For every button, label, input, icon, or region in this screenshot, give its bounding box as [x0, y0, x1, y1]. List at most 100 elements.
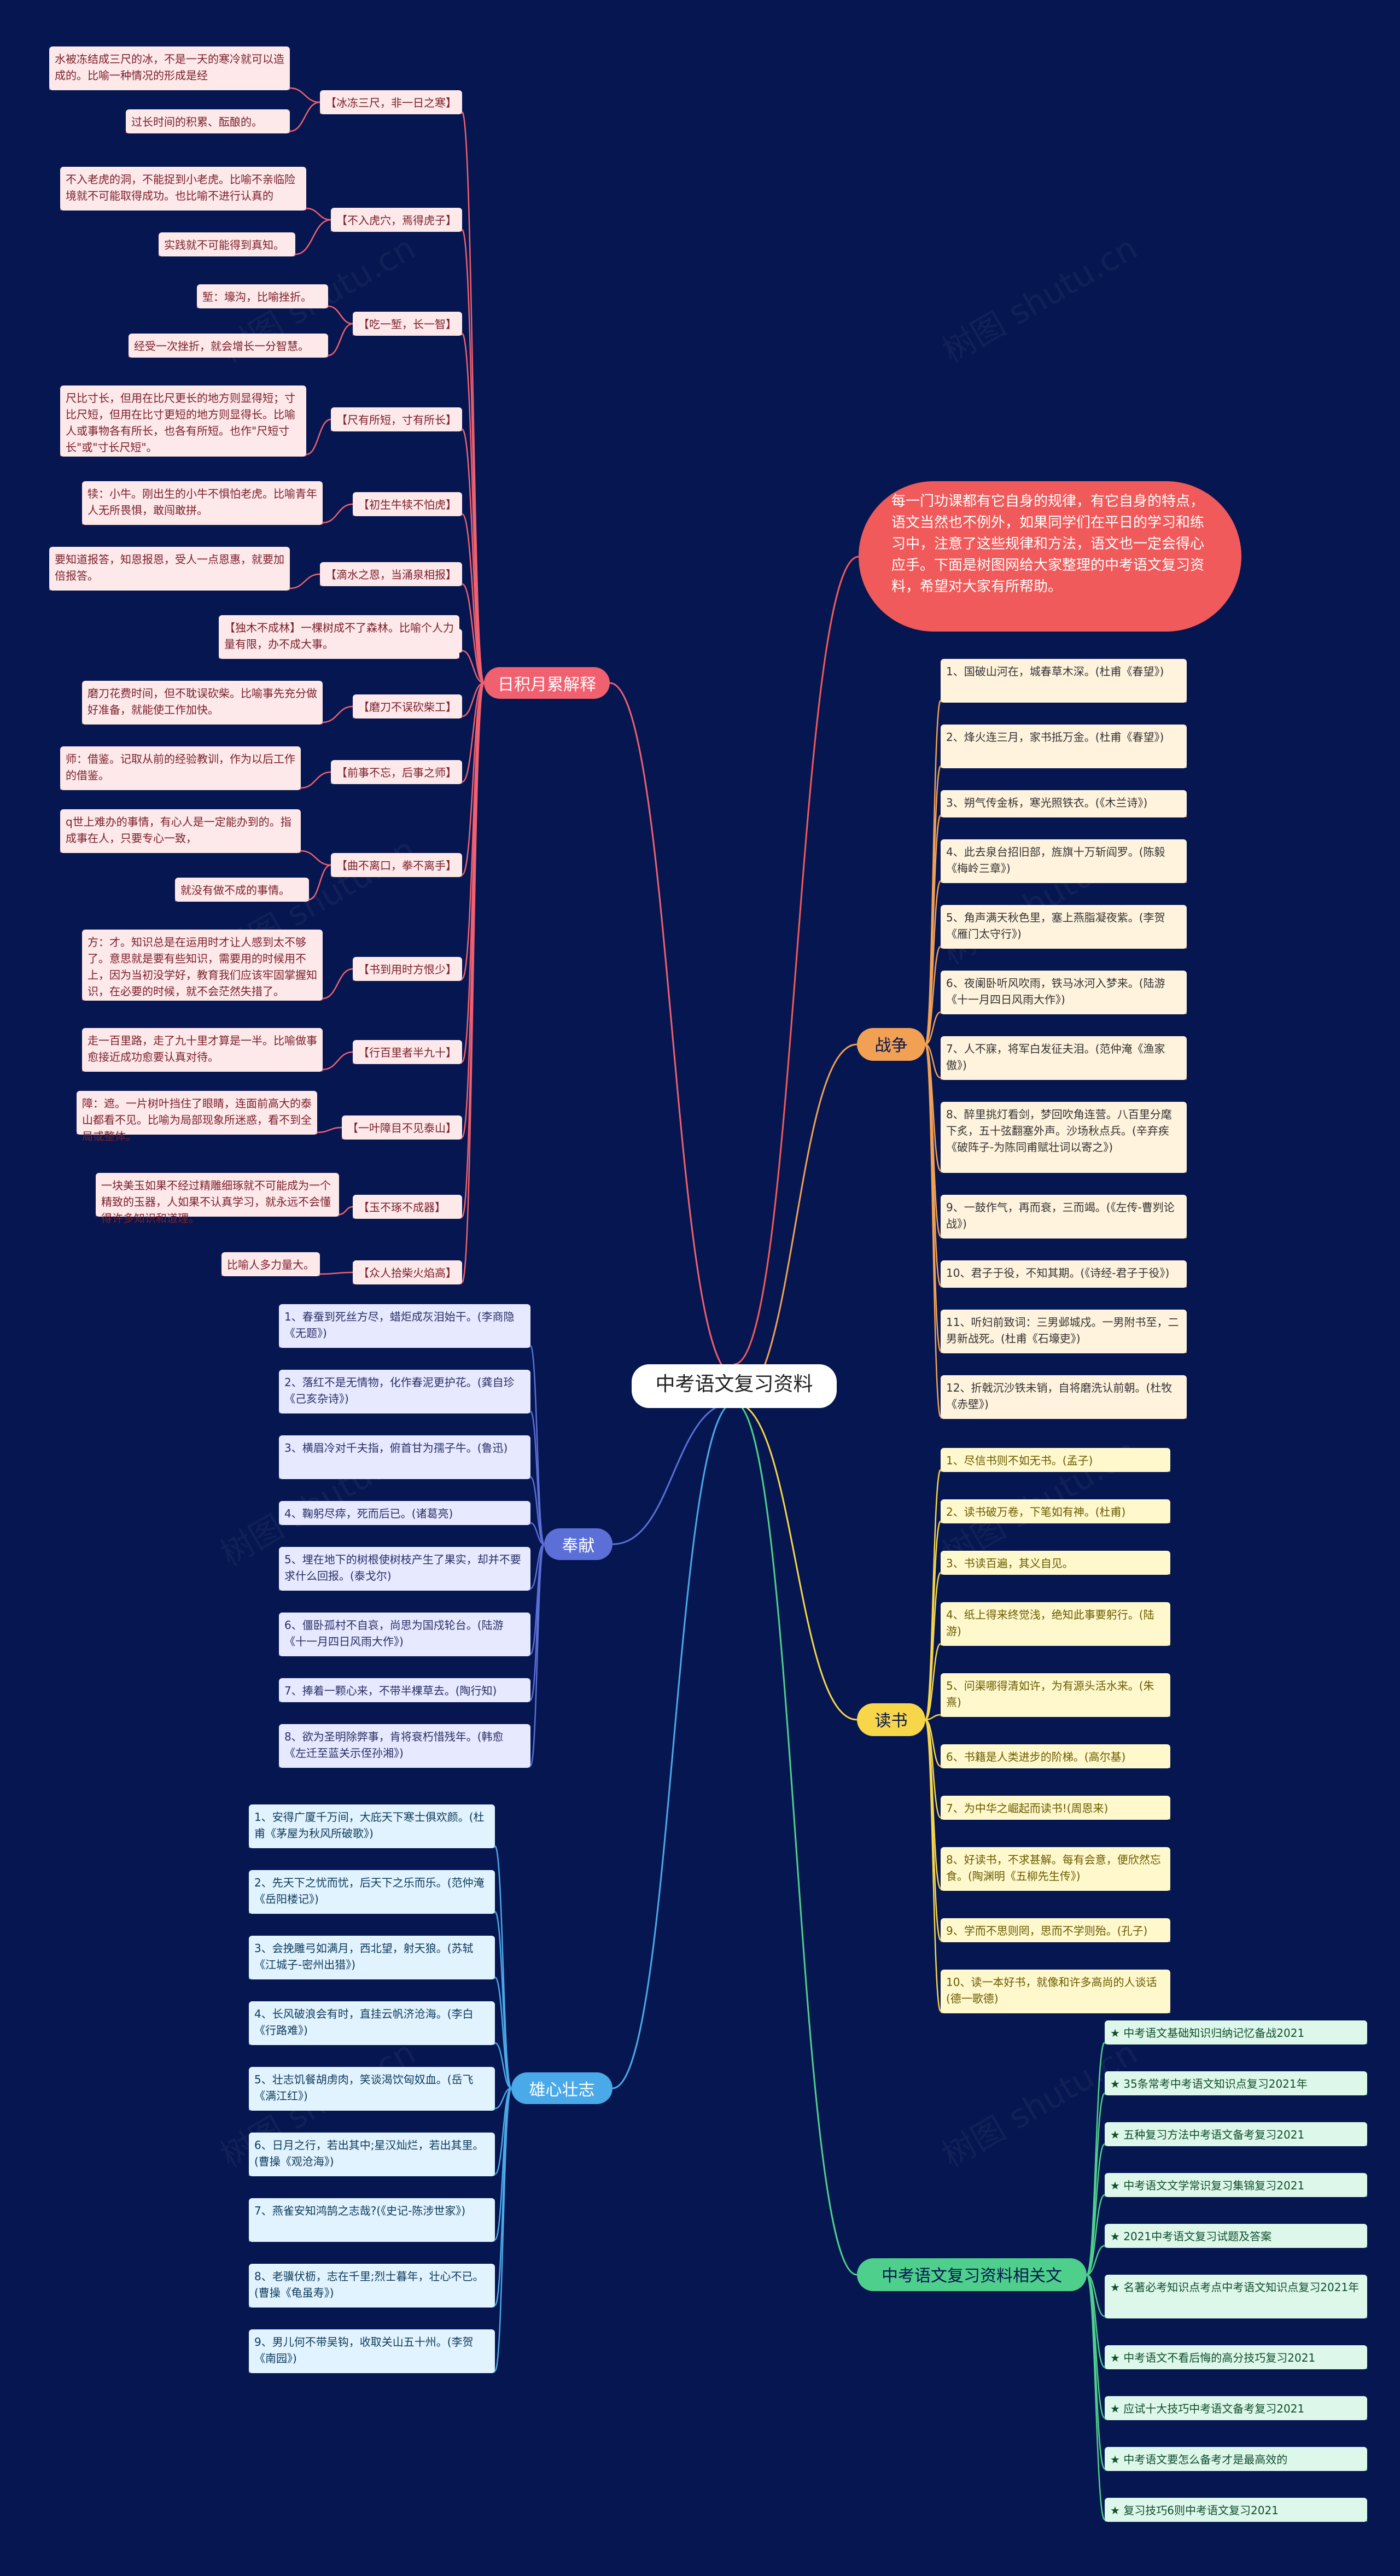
connector-line [1086, 2274, 1106, 2521]
connector-line [322, 503, 353, 524]
reading-item[interactable]: 4、纸上得来终觉浅，绝知此事要躬行。(陆游) [941, 1602, 1170, 1646]
idiom-title[interactable]: 【曲不离口，拳不离手】 [331, 853, 462, 877]
connector-line [530, 1522, 545, 1545]
articles-item[interactable]: ★ 中考语文不看后悔的高分技巧复习2021 [1105, 2345, 1367, 2369]
category-articles[interactable]: 中考语文复习资料相关文章： [857, 2258, 1087, 2310]
connector-line [1086, 2274, 1105, 2317]
dedication-item[interactable]: 5、埋在地下的树根使树枝产生了果实，却并不要求什么回报。(泰戈尔) [279, 1547, 530, 1591]
reading-item[interactable]: 7、为中华之崛起而读书!(周恩来) [941, 1796, 1170, 1820]
dedication-item[interactable]: 1、春蚕到死丝方尽，蜡炬成灰泪始干。(李商隐《无题》) [279, 1304, 530, 1348]
connector-line [612, 1401, 734, 2089]
reading-item[interactable]: 8、好读书，不求甚解。每有会意，便欣然忘食。(陶渊明《五柳先生传》) [941, 1847, 1170, 1891]
intro-connector [734, 556, 859, 1365]
war-item[interactable]: 12、折戟沉沙铁未销，自将磨洗认前朝。(杜牧《赤壁》) [941, 1375, 1187, 1419]
dedication-item[interactable]: 8、欲为圣明除弊事，肯将衰朽惜残年。(韩愈《左迁至蓝关示侄孙湘》) [279, 1724, 530, 1768]
idiom-note: 走一百里路，走了九十里才算是一半。比喻做事愈接近成功愈要认真对待。 [82, 1028, 323, 1072]
connector-line [1086, 2274, 1106, 2470]
articles-item[interactable]: ★ 复习技巧6则中考语文复习2021 [1105, 2498, 1367, 2522]
reading-item[interactable]: 6、书籍是人类进步的阶梯。(高尔基) [941, 1744, 1170, 1768]
articles-item[interactable]: ★ 五种复习方法中考语文备考复习2021 [1105, 2122, 1367, 2146]
ambition-item[interactable]: 3、会挽雕弓如满月，西北望，射天狼。(苏轼《江城子-密州出猎》) [249, 1936, 495, 1979]
reading-item[interactable]: 10、读一本好书，就像和许多高尚的人谈话(德一歌德) [941, 1970, 1170, 2013]
articles-item[interactable]: ★ 应试十大技巧中考语文备考复习2021 [1105, 2396, 1367, 2420]
idiom-note: 方：才。知识总是在运用时才让人感到太不够了。意思就是要有些知识，需要用的时候用不… [82, 930, 323, 1001]
war-item[interactable]: 7、人不寐，将军白发征夫泪。(范仲淹《渔家傲》) [941, 1036, 1187, 1080]
idiom-title[interactable]: 【前事不忘，后事之师】 [331, 760, 462, 784]
connector-line [461, 428, 485, 684]
reading-item[interactable]: 1、尽信书则不如无书。(孟子) [941, 1448, 1170, 1472]
dedication-item[interactable]: 3、横眉冷对千夫指，俯首甘为孺子牛。(鲁迅) [279, 1435, 530, 1479]
connector-line [529, 1476, 545, 1545]
connector-line [924, 1043, 942, 1418]
war-item[interactable]: 8、醉里挑灯看剑，梦回吹角连营。八百里分麾下炙，五十弦翻塞外声。沙场秋点兵。(辛… [941, 1102, 1187, 1173]
articles-item[interactable]: ★ 2021中考语文复习试题及答案 [1105, 2224, 1367, 2248]
idiom-title[interactable]: 【玉不琢不成器】 [353, 1195, 462, 1219]
idiom-title[interactable]: 【一叶障目不见泰山】 [342, 1115, 462, 1140]
articles-item[interactable]: ★ 名著必考知识点考点中考语文知识点复习2021年 [1105, 2275, 1367, 2318]
ambition-item[interactable]: 1、安得广厦千万间，大庇天下寒士俱欢颜。(杜甫《茅屋为秋风所破歌》) [249, 1804, 495, 1848]
articles-item[interactable]: ★ 中考语文文学常识复习集锦复习2021 [1105, 2173, 1367, 2197]
idiom-title[interactable]: 【不入虎穴，焉得虎子】 [331, 208, 462, 232]
ambition-item[interactable]: 8、老骥伏枥，志在千里;烈士暮年，壮心不已。(曹操《龟虽寿》) [249, 2264, 495, 2308]
reading-item[interactable]: 2、读书破万卷，下笔如有神。(杜甫) [941, 1499, 1170, 1523]
idiom-note: 比喻人多力量大。 [221, 1252, 320, 1276]
connector-line [494, 1976, 512, 2089]
articles-item[interactable]: ★ 中考语文基础知识归纳记忆备战2021 [1105, 2020, 1367, 2045]
category-reading[interactable]: 读书 [857, 1703, 925, 1736]
war-item[interactable]: 3、朔气传金柝，寒光照铁衣。(《木兰诗》) [941, 790, 1187, 817]
idiom-title[interactable]: 【冰冻三尺，非一日之寒】 [320, 90, 462, 114]
war-item[interactable]: 9、一鼓作气，再而衰，三而竭。(《左传-曹刿论战》) [941, 1195, 1187, 1239]
ambition-item[interactable]: 2、先天下之忧而忧，后天下之乐而乐。(范仲淹《岳阳楼记》) [249, 1870, 495, 1914]
idiom-title[interactable]: 【尺有所短，寸有所长】 [331, 407, 462, 431]
connector-line [530, 1543, 545, 1590]
connector-line [925, 1714, 941, 1721]
category-war[interactable]: 战争 [857, 1028, 925, 1061]
category-idiom[interactable]: 日积月累解释 [484, 667, 610, 699]
connector-line [317, 1126, 342, 1134]
connector-line [300, 850, 331, 866]
idiom-note: 犊：小牛。刚出生的小牛不惧怕老虎。比喻青年人无所畏惧，敢闯敢拼。 [82, 481, 323, 525]
idiom-title[interactable]: 【吃一堑，长一智】 [353, 312, 462, 336]
connector-line [924, 1719, 942, 2012]
reading-item[interactable]: 3、书读百遍，其义自见。 [941, 1551, 1170, 1575]
war-item[interactable]: 11、听妇前致词：三男邺城戍。一男附书至，二男新战死。(杜甫《石壕吏》) [941, 1310, 1187, 1353]
dedication-item[interactable]: 4、鞠躬尽瘁，死而后已。(诸葛亮) [279, 1501, 530, 1525]
connector-line [300, 771, 331, 789]
connector-line [924, 1643, 942, 1721]
war-item[interactable]: 4、此去泉台招旧部，旌旗十万斩阎罗。(陈毅《梅岭三章》) [941, 839, 1187, 883]
connector-line [734, 1401, 858, 1721]
connector-line [494, 1845, 512, 2089]
dedication-item[interactable]: 6、僵卧孤村不自哀，尚思为国戍轮台。(陆游《十一月四日风雨大作》) [279, 1613, 530, 1656]
reading-item[interactable]: 9、学而不思则罔，思而不学则殆。(孔子) [941, 1918, 1170, 1942]
connector-line [295, 219, 331, 255]
root-node[interactable]: 中考语文复习资料 [632, 1364, 837, 1408]
category-dedication[interactable]: 奉献 [544, 1528, 612, 1560]
idiom-title[interactable]: 【众人拾柴火焰高】 [353, 1260, 462, 1284]
war-item[interactable]: 5、角声满天秋色里，塞上燕脂凝夜紫。(李贺《雁门太守行》) [941, 905, 1187, 949]
idiom-title[interactable]: 【滴水之恩，当涌泉相报】 [320, 562, 462, 586]
idiom-note: 师：借鉴。记取从前的经验教训，作为以后工作的借鉴。 [60, 746, 301, 790]
category-ambition[interactable]: 雄心壮志 [511, 2072, 612, 2104]
idiom-title[interactable]: 【书到用时方恨少】 [353, 957, 462, 981]
ambition-item[interactable]: 9、男儿何不带吴钩，收取关山五十州。(李贺《南园》) [249, 2329, 495, 2373]
articles-item[interactable]: ★ 35条常考中考语文知识点复习2021年 [1105, 2071, 1367, 2095]
war-item[interactable]: 1、国破山河在，城春草木深。(杜甫《春望》) [941, 659, 1187, 703]
ambition-item[interactable]: 7、燕雀安知鸿鹄之志哉?(《史记-陈涉世家》) [249, 2198, 495, 2242]
war-item[interactable]: 6、夜阑卧听风吹雨，铁马冰河入梦来。(陆游《十一月四日风雨大作》) [941, 971, 1187, 1014]
idiom-title[interactable]: 【磨刀不误砍柴工】 [353, 694, 462, 719]
war-item[interactable]: 2、烽火连三月，家书抵万金。(杜甫《春望》) [941, 725, 1187, 768]
idiom-title[interactable]: 【初生牛犊不怕虎】 [353, 492, 462, 516]
connector-line [461, 682, 485, 1138]
articles-item[interactable]: ★ 中考语文要怎么备考才是最高效的 [1105, 2447, 1367, 2471]
dedication-item[interactable]: 2、落红不是无情物，化作春泥更护花。(龚自珍《己亥杂诗》) [279, 1370, 530, 1413]
connector-line [925, 1011, 941, 1045]
dedication-item[interactable]: 7、捧着一颗心来，不带半棵草去。(陶行知) [279, 1678, 530, 1702]
idiom-title[interactable]: 【行百里者半九十】 [353, 1040, 462, 1064]
connector-line [734, 1401, 858, 2276]
ambition-item[interactable]: 4、长风破浪会有时，直挂云帆济沧海。(李白《行路难》) [249, 2001, 495, 2045]
ambition-item[interactable]: 6、日月之行，若出其中;星汉灿烂，若出其里。(曹操《观沧海》) [249, 2133, 495, 2176]
war-item[interactable]: 10、君子于役，不知其期。(《诗经-君子于役》) [941, 1260, 1187, 1288]
reading-item[interactable]: 5、问渠哪得清如许，为有源头活水来。(朱熹) [941, 1673, 1170, 1717]
ambition-item[interactable]: 5、壮志饥餐胡虏肉，笑谈渴饮匈奴血。(岳飞《满江红》) [249, 2067, 495, 2111]
connector-line [1086, 2143, 1106, 2276]
